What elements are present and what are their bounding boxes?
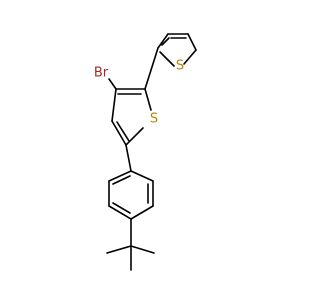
bond-main-s-c2 bbox=[144, 88, 152, 111]
bond-tbu-methyl-left bbox=[106, 245, 132, 254]
bond-main-c3-c4 bbox=[111, 88, 117, 122]
bond-c3-br bbox=[108, 78, 117, 90]
bond-side-c4-c5 bbox=[187, 33, 197, 51]
bond-ph-6-1 bbox=[108, 170, 132, 182]
sulfur-atom-label-main-ring: S bbox=[150, 112, 158, 127]
bond-main-c4-c5-double bbox=[116, 121, 130, 142]
bond-main-to-phenyl bbox=[125, 144, 132, 172]
bond-ring-link bbox=[144, 47, 159, 90]
bond-ph-3-4 bbox=[130, 205, 154, 220]
bond-side-s-c2 bbox=[159, 51, 175, 67]
bond-main-c4-c5 bbox=[111, 120, 127, 146]
sulfur-atom-label-side-ring: S bbox=[176, 59, 184, 74]
bond-side-c5-s bbox=[183, 49, 197, 65]
bond-side-c2-c3 bbox=[157, 33, 169, 49]
bond-ph-6-1-double bbox=[112, 175, 131, 185]
bromine-atom-label: Br bbox=[94, 66, 109, 81]
bond-ph-4-5 bbox=[108, 205, 132, 220]
background bbox=[0, 0, 300, 300]
bond-ph-4-5-double bbox=[112, 202, 131, 214]
bond-tbu-methyl-right bbox=[130, 245, 155, 254]
bond-lines bbox=[106, 33, 197, 271]
molecule-structure-canvas: Br S S bbox=[0, 0, 300, 300]
bond-ph-1-2 bbox=[130, 170, 154, 182]
bond-main-c5-s bbox=[125, 127, 144, 146]
bond-side-c2-c3-double bbox=[161, 37, 170, 46]
